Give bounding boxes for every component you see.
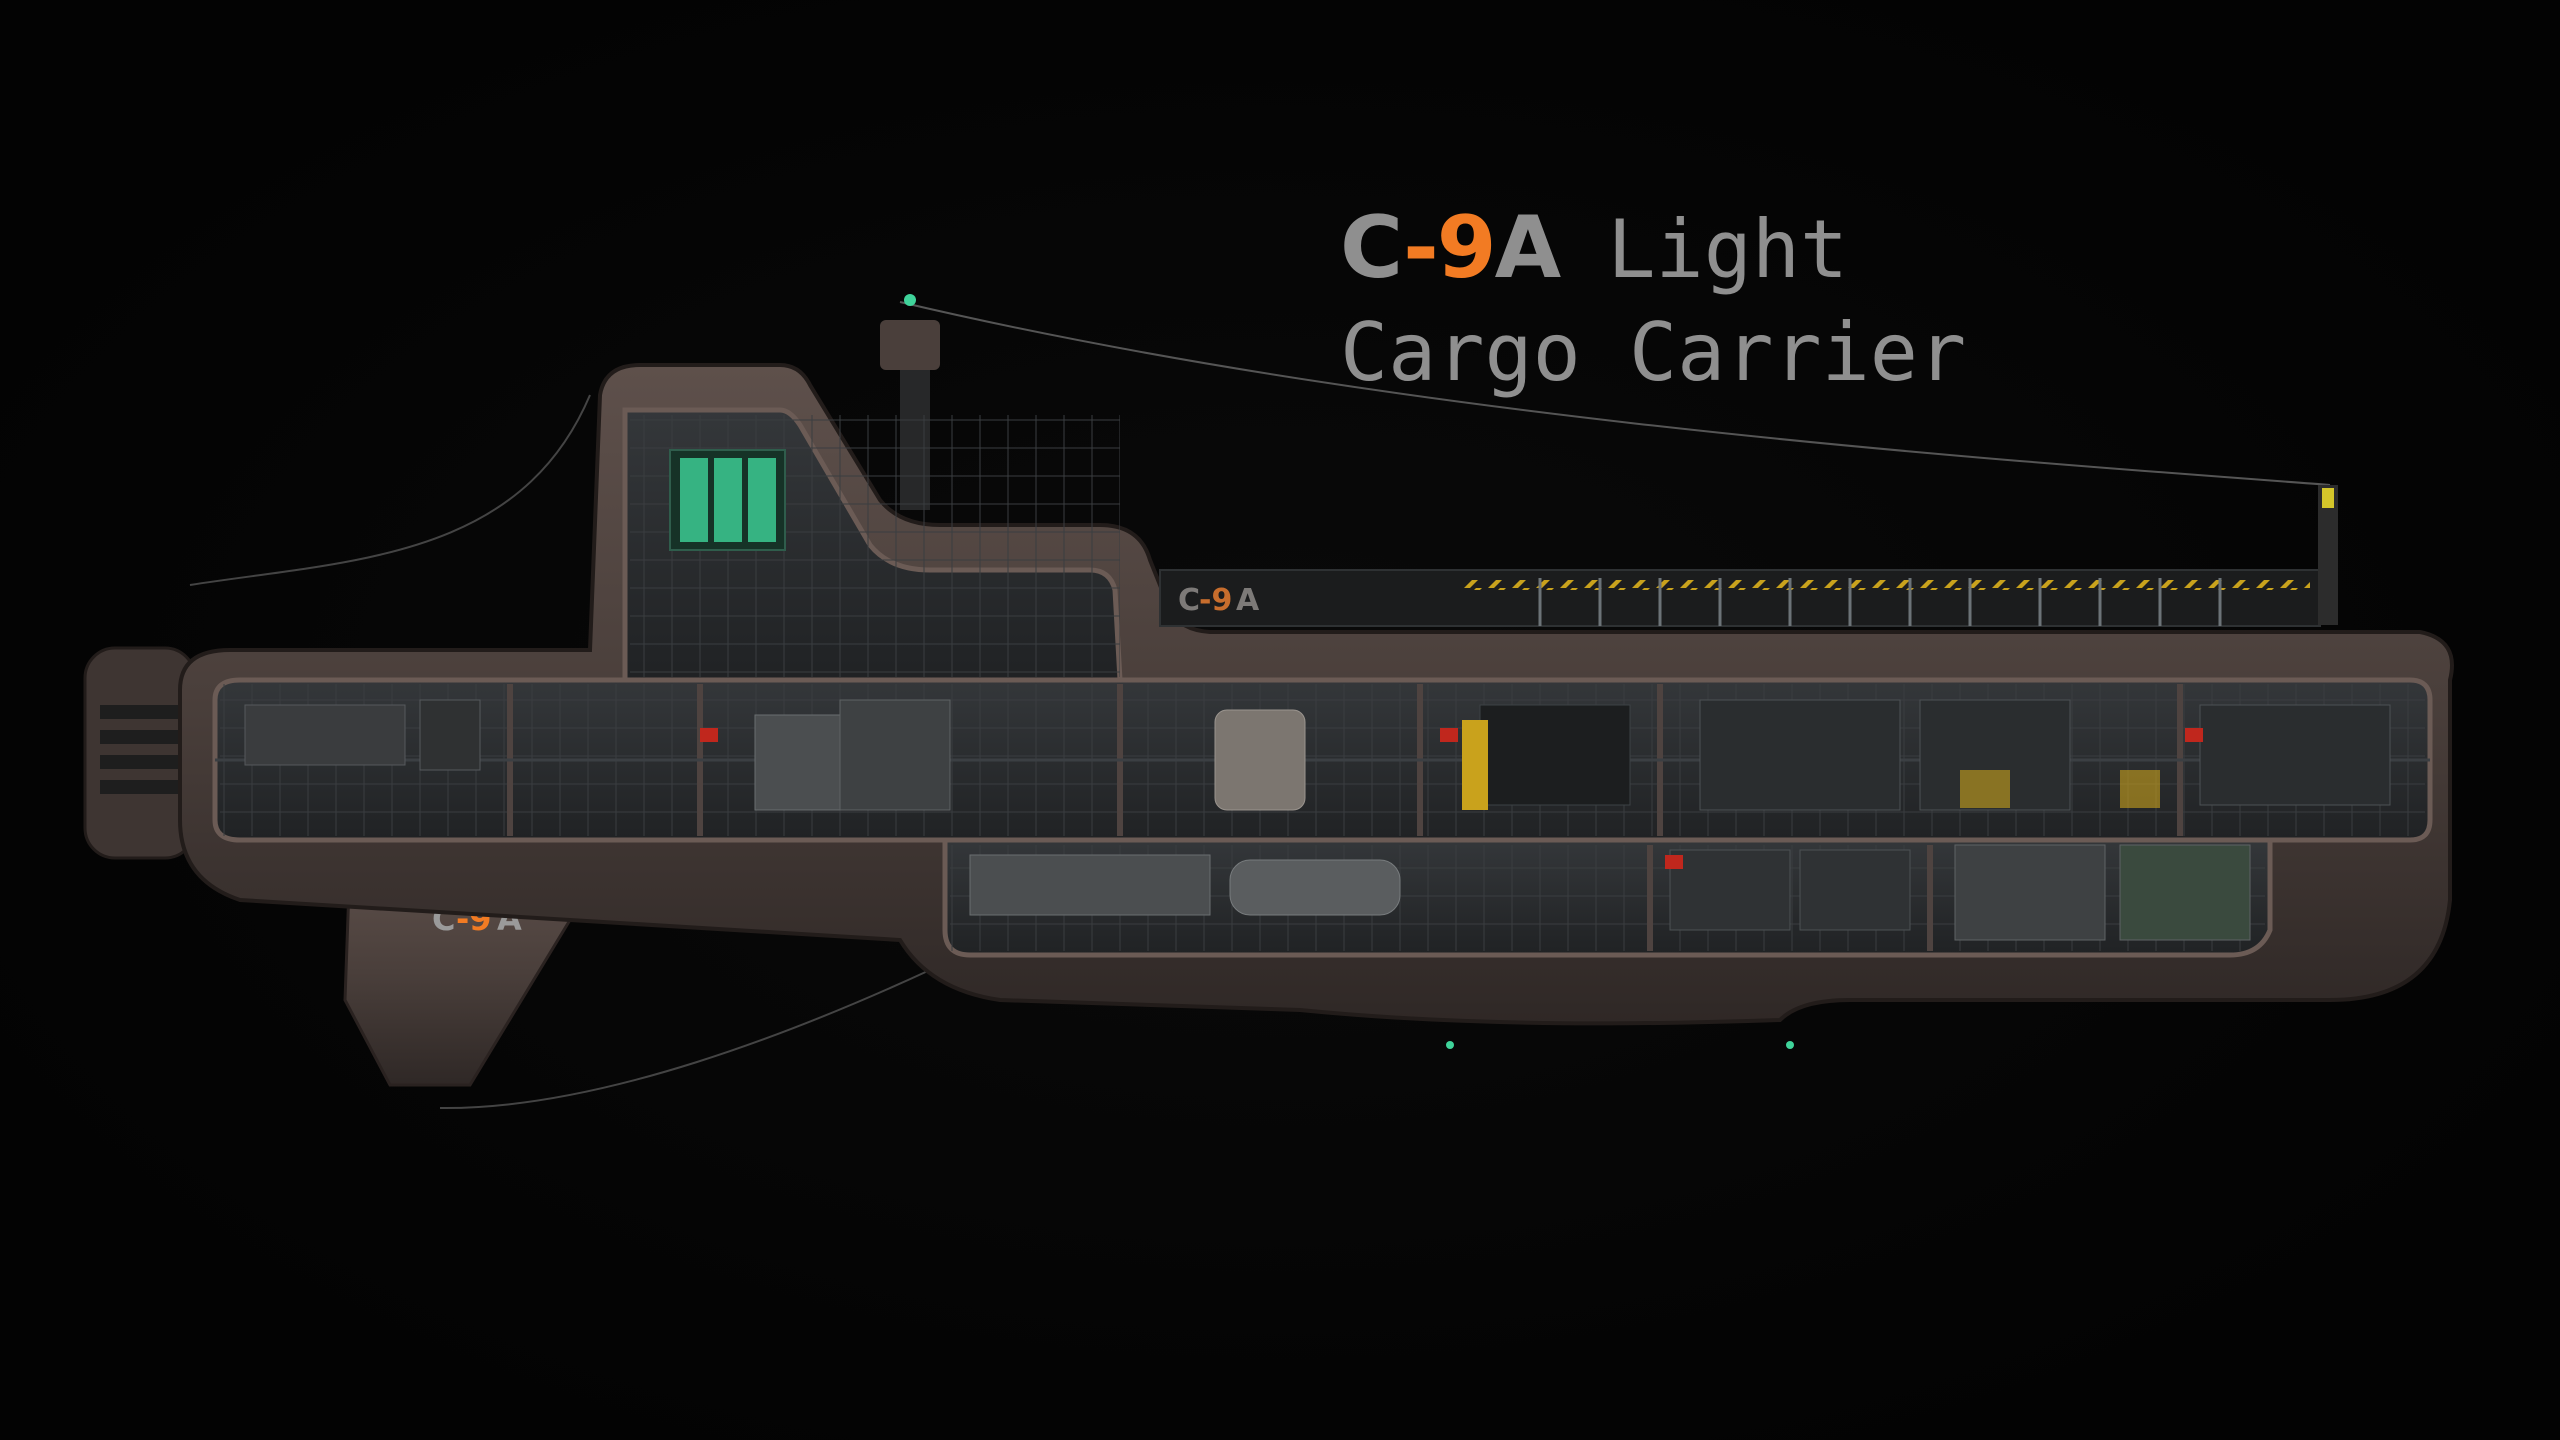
engine-room-machines — [244, 699, 1631, 811]
antenna-cable — [899, 301, 2331, 486]
title-line-1: C-9A Light — [1340, 205, 1966, 291]
alarm-lights — [700, 728, 2203, 869]
title-word-light: Light — [1607, 203, 1849, 296]
nav-lights — [1446, 1041, 1794, 1049]
submarine-title: C-9A Light Cargo Carrier — [1340, 205, 1966, 393]
propeller-blades — [100, 705, 180, 794]
title-line-2: Cargo Carrier — [1340, 306, 1967, 399]
title-code-9: 9 — [1436, 198, 1497, 298]
svg-text:A: A — [1236, 583, 1260, 618]
yellow-hatch — [1462, 720, 1488, 810]
lower-cable — [439, 969, 931, 1110]
antenna-mast — [2318, 485, 2338, 625]
rack-supports — [1538, 578, 2222, 626]
battery-bank — [669, 449, 786, 551]
svg-text:-9: -9 — [1199, 583, 1232, 618]
antenna-light — [2322, 488, 2334, 508]
lower-deck-bulkheads — [1647, 845, 1933, 951]
upper-cargo-rack — [1159, 569, 2321, 627]
hazard-stripe-top — [1460, 580, 2310, 590]
sail-marking: C -9 A — [1178, 583, 1260, 618]
title-code-dash: - — [1403, 198, 1439, 298]
periscope-head — [880, 320, 940, 370]
lower-deck-machines — [969, 844, 2251, 941]
title-code-a: A — [1494, 198, 1562, 298]
svg-text:C: C — [1178, 583, 1200, 618]
periscope-light — [904, 294, 916, 306]
rear-cable — [189, 394, 591, 586]
title-code-c: C — [1340, 198, 1405, 298]
cargo-shelves — [1699, 699, 2391, 811]
